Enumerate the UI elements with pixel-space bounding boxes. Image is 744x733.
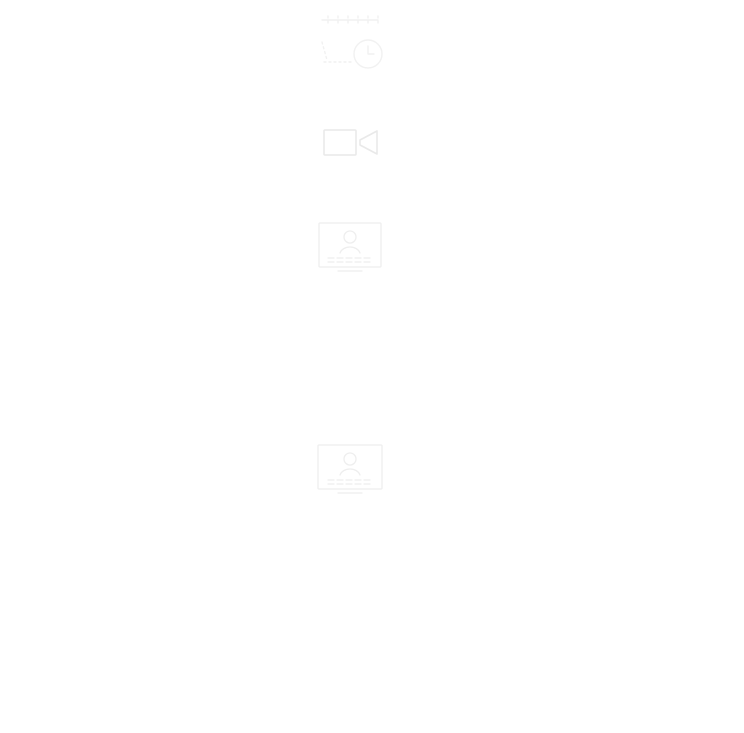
presentation-monitor-icon <box>316 220 384 276</box>
video-camera-icon <box>320 126 382 158</box>
calendar-clock-icon <box>318 12 386 72</box>
presentation-monitor-icon <box>314 442 386 498</box>
